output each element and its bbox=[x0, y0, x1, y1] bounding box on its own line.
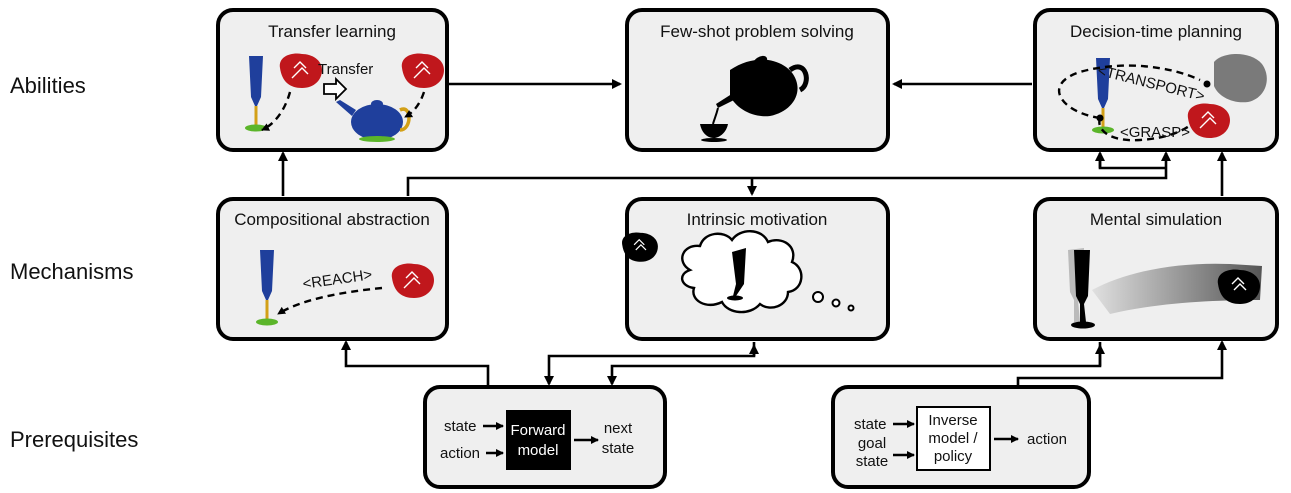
pouring-teapot-icon bbox=[700, 55, 809, 142]
arrow-intrinsic-to-forward bbox=[544, 342, 756, 386]
thought-bubble-dot-2 bbox=[831, 298, 841, 308]
mental-sim-title: Mental simulation bbox=[1090, 210, 1222, 229]
thought-bubble-dot-3 bbox=[847, 304, 855, 312]
row-label-mechanisms: Mechanisms bbox=[10, 259, 133, 284]
grasp-dashed-arrow bbox=[404, 91, 426, 119]
inverse-in-state: state bbox=[854, 416, 887, 433]
grasp-label: <GRASP> bbox=[1120, 124, 1190, 141]
box-mental-simulation: Mental simulation bbox=[1033, 197, 1279, 341]
forward-model-block bbox=[506, 410, 571, 470]
box-forward-model: state action Forward model next state bbox=[423, 385, 667, 489]
thought-bubble-dot bbox=[812, 291, 824, 303]
inverse-model-block bbox=[916, 406, 991, 471]
transport-path bbox=[1057, 64, 1201, 120]
arrow-compositional-to-planning bbox=[406, 151, 1171, 196]
arrow-inverse-to-mentalsim bbox=[1016, 340, 1227, 387]
few-shot-title: Few-shot problem solving bbox=[660, 22, 854, 41]
box-compositional-abstraction: Compositional abstraction <REACH> bbox=[216, 197, 449, 341]
reach-dashed-arrow bbox=[261, 91, 292, 132]
inverse-label-1: Inverse bbox=[928, 412, 977, 429]
arrow-intrinsic-link bbox=[1098, 160, 1166, 170]
reach-dashed-arrow-2 bbox=[277, 286, 383, 316]
compositional-title: Compositional abstraction bbox=[234, 210, 430, 229]
box-inverse-model: state goal state Inverse model / policy … bbox=[831, 385, 1091, 489]
connectors bbox=[278, 79, 1227, 387]
forward-model-label-1: Forward bbox=[510, 422, 565, 439]
inverse-label-2: model / bbox=[928, 430, 978, 447]
arrow-forward-to-compositional bbox=[341, 340, 490, 387]
forward-model-label-2: model bbox=[518, 442, 559, 459]
intrinsic-title: Intrinsic motivation bbox=[687, 210, 828, 229]
inverse-goal-2: state bbox=[856, 453, 889, 470]
row-label-prerequisites: Prerequisites bbox=[10, 427, 138, 452]
waypoint-dot-2 bbox=[1203, 80, 1211, 88]
waypoint-dot bbox=[1096, 114, 1104, 122]
grasp-path bbox=[1098, 117, 1193, 142]
forward-in-action: action bbox=[440, 445, 480, 462]
box-decision-time-planning: Decision-time planning <TRANSPORT> <GRAS… bbox=[1033, 8, 1279, 152]
inverse-out-action: action bbox=[1027, 431, 1067, 448]
transfer-arrow-icon bbox=[323, 76, 348, 102]
forward-in-state: state bbox=[444, 418, 477, 435]
simulation-trail-icon bbox=[1068, 248, 1262, 329]
forward-out-1: next bbox=[604, 420, 633, 437]
decision-time-title: Decision-time planning bbox=[1070, 22, 1242, 41]
row-label-abilities: Abilities bbox=[10, 73, 86, 98]
box-intrinsic-motivation: Intrinsic motivation bbox=[621, 197, 890, 341]
box-few-shot: Few-shot problem solving bbox=[625, 8, 890, 152]
teapot-icon bbox=[336, 100, 411, 142]
forward-out-2: state bbox=[602, 440, 635, 457]
box-transfer-learning: Transfer learning Transfer bbox=[216, 8, 449, 152]
inverse-label-3: policy bbox=[934, 448, 973, 465]
ghost-hand-icon bbox=[1214, 54, 1267, 103]
transfer-label: Transfer bbox=[318, 61, 373, 78]
transfer-learning-title: Transfer learning bbox=[268, 22, 396, 41]
thought-glass-hand-icon bbox=[621, 231, 746, 301]
inverse-goal-1: goal bbox=[858, 435, 886, 452]
